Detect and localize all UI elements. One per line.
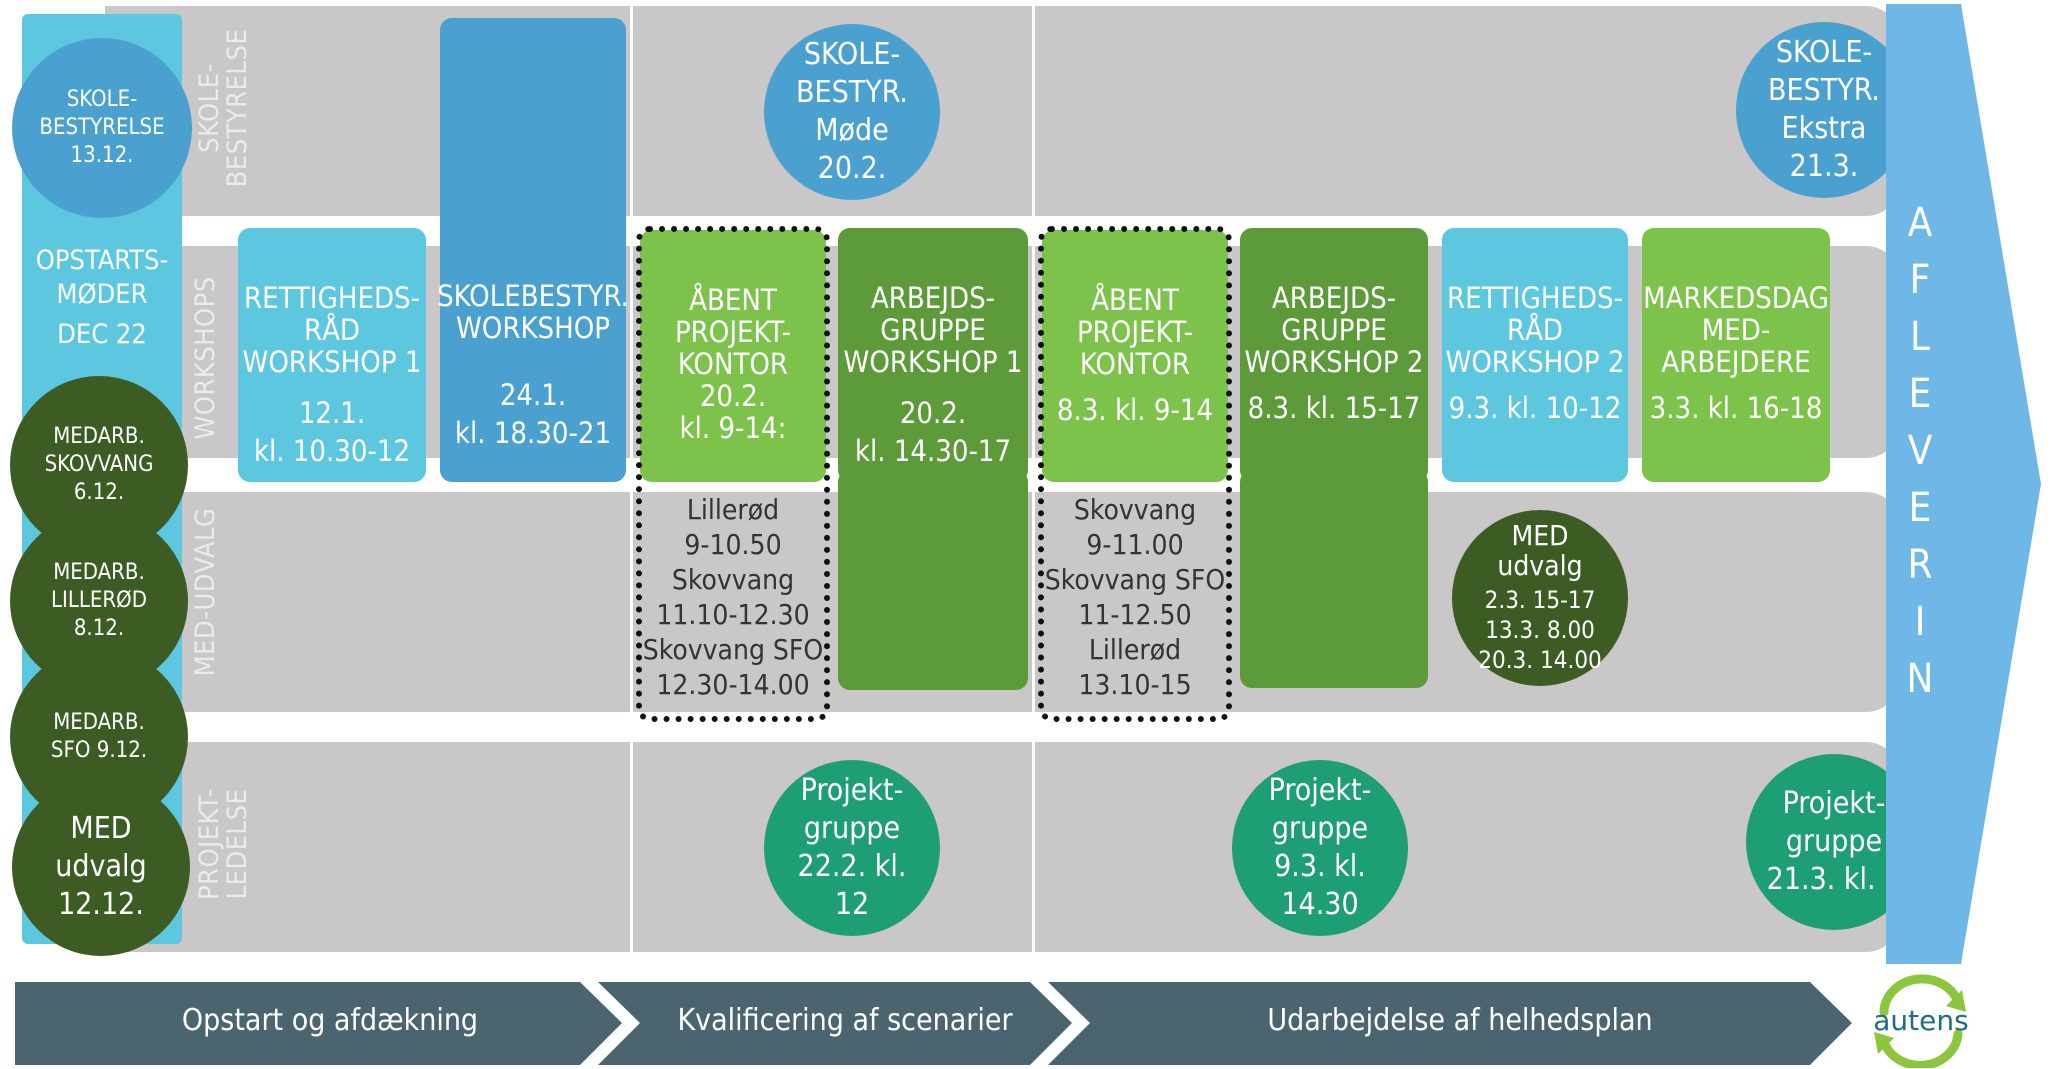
phase-label-opstart: Opstart og afdækning: [181, 1003, 479, 1038]
aabent-projektkontor-2: ÅBENT PROJEKT- KONTOR 8.3. kl. 9-14: [1042, 230, 1228, 482]
phase-label-kvalificering: Kvalificering af scenarier: [677, 1003, 1013, 1038]
med-udvalg-event-circle: MED udvalg 2.3. 15-17 13.3. 8.00 20.3. 1…: [1452, 510, 1628, 686]
skolebestyr-workshop: SKOLEBESTYR. WORKSHOP 24.1. kl. 18.30-21: [437, 18, 629, 482]
lane-label-workshops: WORKSHOPS: [190, 276, 221, 440]
aflevering-arrow: [1886, 4, 2041, 964]
lane-projektledelse: [105, 742, 1900, 952]
aflevering-label: A F L E V E R I N: [1906, 200, 1934, 702]
phase-label-udarbejdelse: Udarbejdelse af helhedsplan: [1267, 1003, 1653, 1038]
lane-label-projektledelse: PROJEKT- LEDELSE: [194, 787, 253, 901]
projektgruppe-2202-circle: Projekt- gruppe 22.2. kl. 12: [764, 760, 940, 936]
rettighedsraad-workshop-1: RETTIGHEDS- RÅD WORKSHOP 1 12.1. kl. 10.…: [238, 228, 426, 482]
lane-label-med-udvalg: MED-UDVALG: [190, 507, 221, 677]
lane-label-skolebestyrelse: SKOLE- BESTYRELSE: [194, 28, 253, 188]
opstartsmoder-label: OPSTARTS- MØDER DEC 22: [35, 245, 169, 350]
aabent-projektkontor-2-outline: [1038, 226, 1232, 722]
autens-logo-text: autens: [1873, 1004, 1969, 1037]
autens-logo-icon: [1874, 974, 1966, 1068]
projektgruppe-0903-circle: Projekt- gruppe 9.3. kl. 14.30: [1232, 760, 1408, 936]
skolebestyrelse-1312-circle: SKOLE- BESTYRELSE 13.12.: [12, 38, 192, 218]
aabent-projektkontor-1-outline: [636, 226, 830, 722]
med-udvalg-1212-circle: MED udvalg 12.12.: [12, 778, 190, 956]
phase-divider-2: [1032, 6, 1035, 952]
markedsdag-medarbejdere: MARKEDSDAG MED- ARBEJDERE 3.3. kl. 16-18: [1642, 228, 1830, 482]
arbejdsgruppe-workshop-2: ARBEJDS- GRUPPE WORKSHOP 2 8.3. kl. 15-1…: [1240, 228, 1428, 482]
skolebestyr-ekstra-circle: SKOLE- BESTYR. Ekstra 21.3.: [1736, 22, 1912, 198]
phase-divider-1: [630, 6, 633, 952]
skolebestyr-mode-circle: SKOLE- BESTYR. Møde 20.2.: [764, 24, 940, 200]
phase-chevron-2: [598, 982, 1072, 1065]
aabent-2-schedule: Skovvang 9-11.00 Skovvang SFO 11-12.50 L…: [1044, 493, 1226, 701]
arbejdsgruppe-workshop-1: ARBEJDS- GRUPPE WORKSHOP 1 20.2. kl. 14.…: [838, 228, 1028, 482]
aabent-projektkontor-1: ÅBENT PROJEKT- KONTOR 20.2. kl. 9-14:: [640, 230, 826, 482]
aabent-1-schedule: Lillerød 9-10.50 Skovvang 11.10-12.30 Sk…: [642, 493, 824, 701]
phase-bar: [15, 982, 1852, 1065]
arbejdsgruppe-workshop-2-extension: [1240, 470, 1428, 688]
arbejdsgruppe-workshop-1-extension: [838, 470, 1028, 690]
medarb-skovvang-circle: MEDARB. SKOVVANG 6.12.: [10, 376, 188, 554]
phase-chevron-3: [1048, 982, 1852, 1065]
rettighedsraad-workshop-2: RETTIGHEDS- RÅD WORKSHOP 2 9.3. kl. 10-1…: [1442, 228, 1628, 482]
phase-chevron-1: [15, 982, 622, 1065]
lane-skolebestyrelse: [105, 6, 1900, 216]
